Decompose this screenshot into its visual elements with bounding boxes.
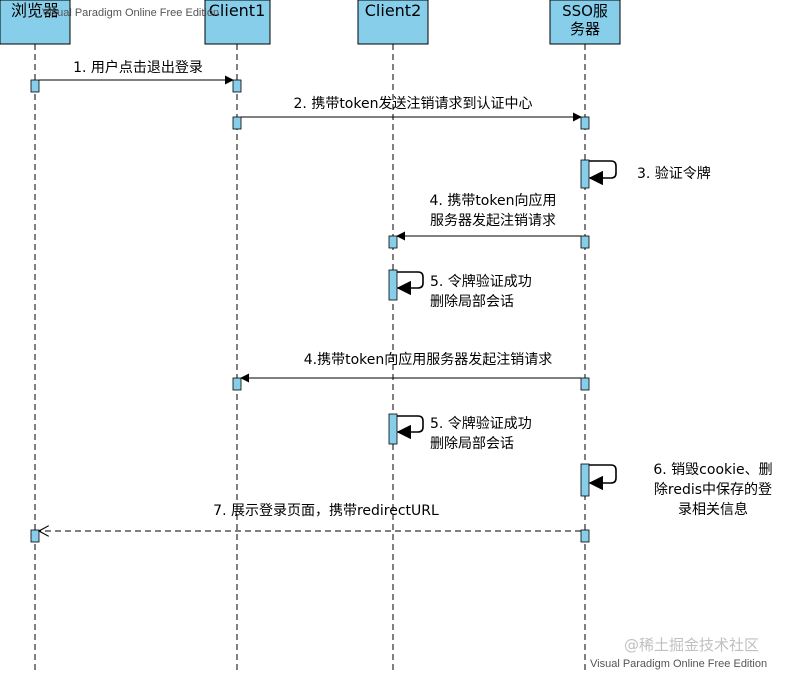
- watermark-top: Visual Paradigm Online Free Edition: [42, 7, 219, 19]
- activation-sso-5: [580, 463, 590, 497]
- label-line: 服务器发起注销请求: [430, 213, 556, 229]
- message-label-4a: 4. 携带token向应用服务器发起注销请求: [430, 192, 557, 229]
- message-label-5a: 5. 令牌验证成功删除局部会话: [430, 273, 532, 310]
- participant-client2: Client2: [357, 0, 429, 45]
- activation-sso-4: [580, 377, 590, 391]
- message-arrow-5b: [396, 415, 424, 440]
- juejin-watermark: @稀土掘金技术社区: [624, 636, 759, 654]
- participant-client1: Client1: [204, 0, 271, 45]
- participant-client1-label: Client1: [209, 1, 266, 20]
- message-label-3: 3. 验证令牌: [637, 165, 711, 182]
- activation-client2-1: [388, 235, 398, 249]
- label-line: 6. 销毁cookie、删: [653, 462, 772, 478]
- participant-browser: 浏览器: [0, 0, 71, 45]
- message-label-7: 7. 展示登录页面，携带redirectURL: [213, 503, 439, 519]
- participant-sso-label: SSO服务器: [562, 2, 608, 38]
- message-label-1: 1. 用户点击退出登录: [73, 59, 203, 76]
- participant-client2-label: Client2: [365, 1, 422, 20]
- activation-browser-1: [30, 79, 40, 93]
- activation-client2-2: [388, 269, 398, 301]
- label-line: 5. 令牌验证成功: [430, 415, 532, 432]
- activation-client1-1: [232, 79, 242, 93]
- watermark-bottom: Visual Paradigm Online Free Edition: [590, 658, 767, 670]
- activation-sso-6: [580, 529, 590, 543]
- message-arrow-3: [588, 160, 617, 186]
- activation-client2-3: [388, 413, 398, 445]
- participant-browser-label: 浏览器: [11, 1, 59, 20]
- message-label-5b: 5. 令牌验证成功删除局部会话: [430, 415, 532, 452]
- message-label-4b: 4.携带token向应用服务器发起注销请求: [304, 351, 553, 368]
- message-arrow-5a: [396, 271, 424, 296]
- label-line: 删除局部会话: [430, 294, 514, 310]
- label-line: 除redis中保存的登: [654, 482, 772, 498]
- activation-client1-3: [232, 377, 242, 391]
- message-label-2: 2. 携带token发送注销请求到认证中心: [294, 96, 533, 112]
- label-line: 删除局部会话: [430, 436, 514, 452]
- activation-browser-2: [30, 529, 40, 543]
- activation-sso-2: [580, 159, 590, 189]
- participant-sso: SSO服务器: [549, 0, 621, 45]
- label-line: SSO服: [562, 2, 608, 20]
- message-arrow-6: [588, 464, 617, 491]
- label-line: 4. 携带token向应用: [430, 192, 557, 209]
- label-line: 务器: [570, 20, 600, 38]
- activation-client1-2: [232, 116, 242, 130]
- activation-sso-3: [580, 235, 590, 249]
- label-line: 5. 令牌验证成功: [430, 273, 532, 290]
- activation-sso-1: [580, 116, 590, 130]
- message-label-6: 6. 销毁cookie、删除redis中保存的登录相关信息: [653, 462, 772, 518]
- label-line: 录相关信息: [678, 501, 748, 518]
